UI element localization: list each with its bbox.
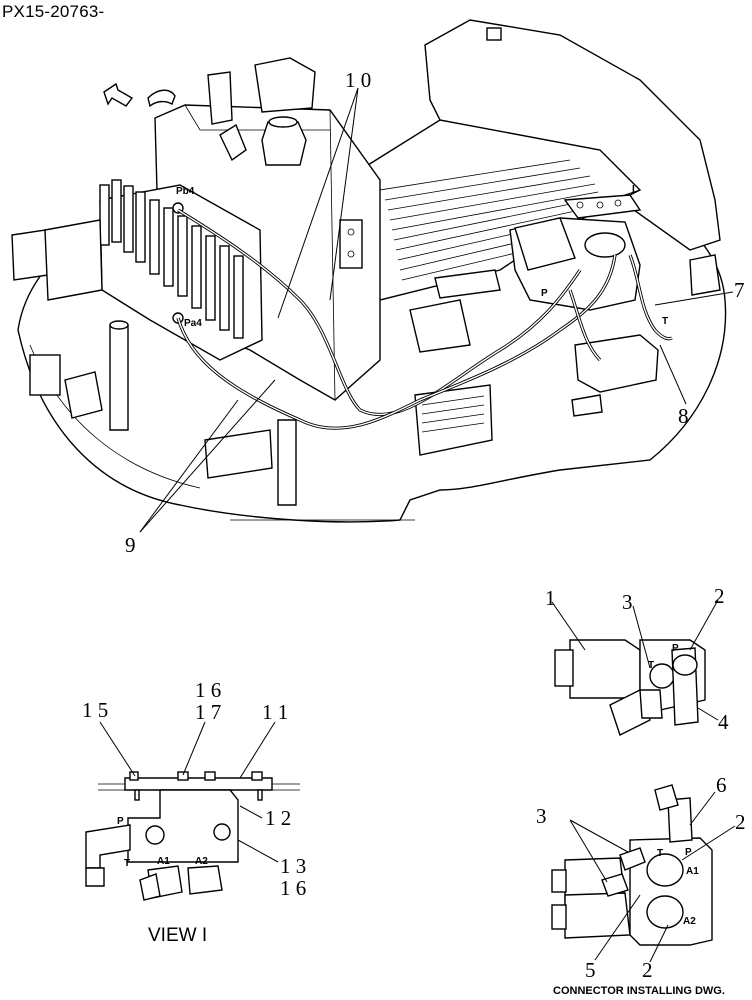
connector-callout-2: 2 (714, 584, 725, 608)
connector-lower-port-p: P (685, 847, 692, 858)
port-label-pb4: Pb4 (176, 186, 195, 197)
hydraulic-hoses (176, 208, 673, 430)
callout-10: 1 0 (345, 68, 372, 92)
connector-upper-port-p: P (672, 643, 679, 654)
connector-callout-2-bottom: 2 (642, 958, 653, 982)
connector-callout-3-lower: 3 (536, 804, 547, 828)
view-i-port-t: T (124, 858, 131, 869)
callout-8: 8 (678, 404, 689, 428)
view-i-port-a2: A2 (195, 856, 208, 867)
view-i-port-p: P (117, 816, 124, 827)
callout-16-upper: 1 6 (195, 678, 222, 702)
connector-upper-port-t: T (648, 660, 655, 671)
document-id: PX15-20763- (2, 2, 105, 21)
connector-lower-port-a1: A1 (686, 866, 699, 877)
callout-13: 1 3 (280, 854, 307, 878)
connector-caption: CONNECTOR INSTALLING DWG. (553, 985, 725, 997)
callout-11: 1 1 (262, 700, 289, 724)
control-valve (99, 179, 263, 361)
port-label-p: P (541, 288, 548, 299)
callout-16-lower: 1 6 (280, 876, 307, 900)
connector-callout-2-lower: 2 (735, 810, 746, 834)
callout-9: 9 (125, 533, 136, 557)
callout-17: 1 7 (195, 700, 222, 724)
callout-7: 7 (734, 278, 745, 302)
connector-lower-port-t: T (657, 848, 664, 859)
callout-15: 1 5 (82, 698, 109, 722)
connector-view-upper (551, 599, 719, 736)
port-label-t: T (662, 316, 669, 327)
connector-callout-3: 3 (622, 590, 633, 614)
callout-12: 1 2 (265, 806, 292, 830)
connector-callout-6: 6 (716, 773, 727, 797)
port-label-pa4: Pa4 (184, 318, 202, 329)
connector-view-lower (551, 784, 736, 963)
view-i-marker: I (632, 184, 635, 195)
connector-callout-5: 5 (585, 958, 596, 982)
view-i-caption: VIEW I (148, 925, 208, 946)
arrow-icon (103, 82, 134, 107)
connector-callout-4: 4 (718, 710, 729, 734)
view-i-port-a1: A1 (157, 856, 170, 867)
connector-lower-port-a2: A2 (683, 916, 696, 927)
connector-callout-1: 1 (545, 586, 556, 610)
view-i-drawing (85, 721, 300, 901)
